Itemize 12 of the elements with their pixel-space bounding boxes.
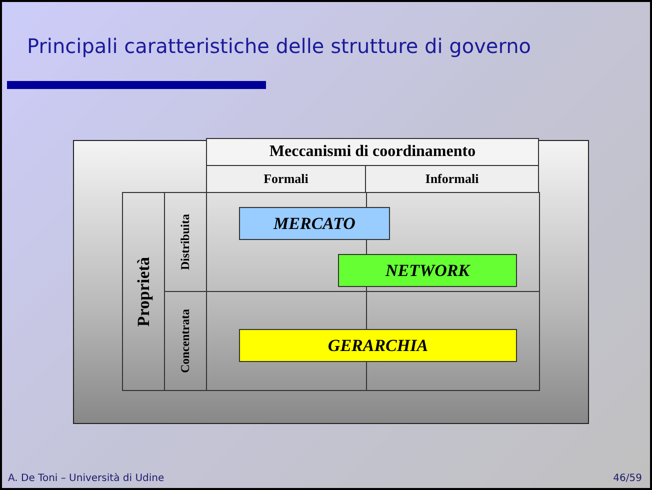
governance-box: MERCATO (239, 207, 390, 240)
header-text: Proprietà (134, 256, 154, 326)
header-text: Informali (425, 171, 479, 187)
footer-text: A. De Toni – Università di Udine (8, 473, 164, 484)
header-text: Concentrata (178, 309, 193, 373)
header-text: Formali (264, 171, 308, 187)
governance-box: NETWORK (338, 254, 517, 287)
slide-title: Principali caratteristiche delle strutture di governo (27, 34, 531, 58)
governance-box: GERARCHIA (239, 329, 517, 362)
header-text: Distribuita (178, 214, 193, 270)
page-number: 46/59 (613, 473, 642, 484)
header-text: Meccanismi di coordinamento (269, 143, 476, 161)
